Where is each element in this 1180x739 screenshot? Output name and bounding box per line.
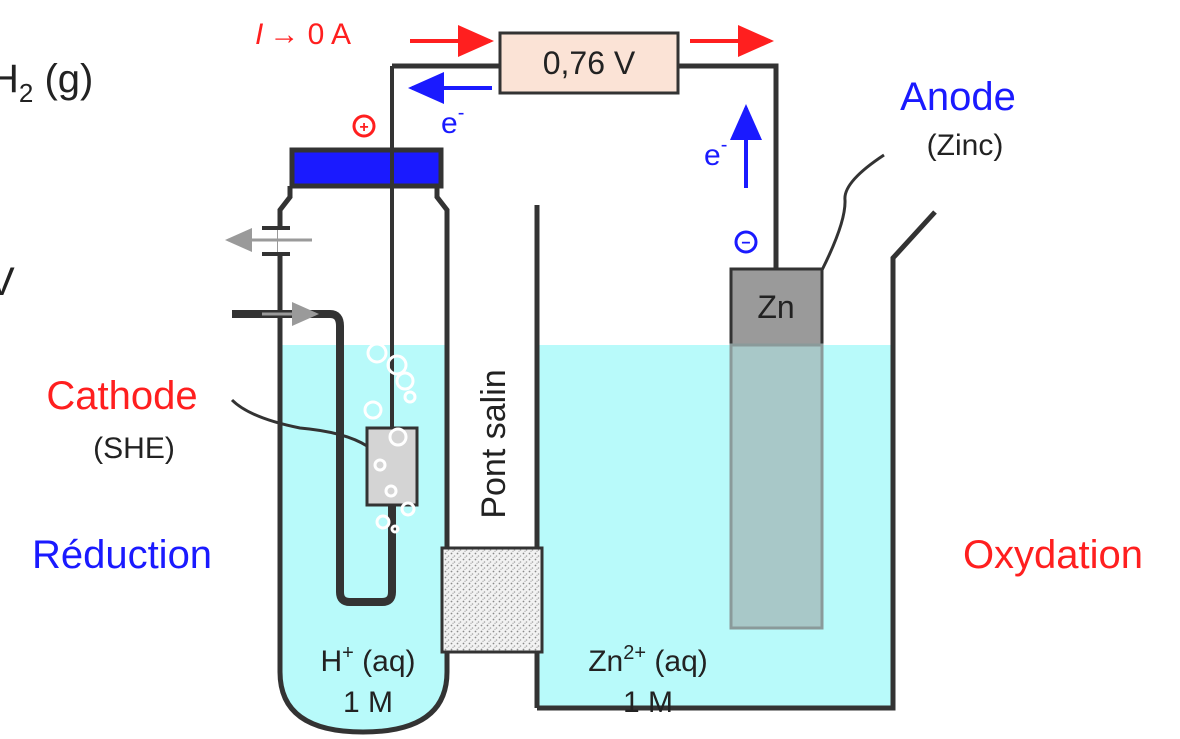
cathode-label: Cathode: [46, 374, 197, 418]
current-label: I→ 0 A: [255, 18, 351, 51]
partial-h2-label: H2 (g): [0, 57, 93, 108]
hydrogen-inlet-tube: [232, 310, 396, 606]
electron-label-left: e-: [441, 102, 464, 140]
she-cap: [289, 147, 444, 189]
she-tube-glass: [277, 186, 450, 735]
anode-sublabel: (Zinc): [927, 129, 1004, 162]
anode-label: Anode: [900, 75, 1016, 119]
zinc-electrode-submerged: [729, 343, 824, 630]
salt-bridge-frit: [440, 546, 544, 654]
right-solution-label: Zn2+ (aq): [588, 642, 708, 678]
plus-sign: +: [359, 119, 368, 136]
hydrogen-bubbles: [363, 342, 417, 534]
cathode-sublabel: (SHE): [93, 432, 175, 465]
oxidation-label: Oxydation: [963, 533, 1143, 577]
voltmeter: [498, 31, 680, 95]
partial-v-label: V: [0, 260, 15, 304]
salt-bridge-label: Pont salin: [475, 369, 513, 518]
right-solution: [537, 345, 893, 708]
zinc-beaker: [537, 210, 937, 711]
reduction-label: Réduction: [32, 533, 212, 577]
positive-terminal-icon: [352, 114, 376, 138]
right-concentration: 1 M: [623, 686, 673, 719]
external-wire: [392, 63, 779, 269]
left-concentration: 1 M: [343, 686, 393, 719]
left-solution-label: H+ (aq): [320, 642, 415, 678]
electron-label-right: e-: [704, 134, 727, 172]
negative-terminal-icon: [734, 230, 758, 254]
voltmeter-reading: 0,76 V: [543, 45, 636, 81]
minus-sign: −: [741, 235, 750, 252]
zinc-electrode-label: Zn: [757, 289, 794, 325]
